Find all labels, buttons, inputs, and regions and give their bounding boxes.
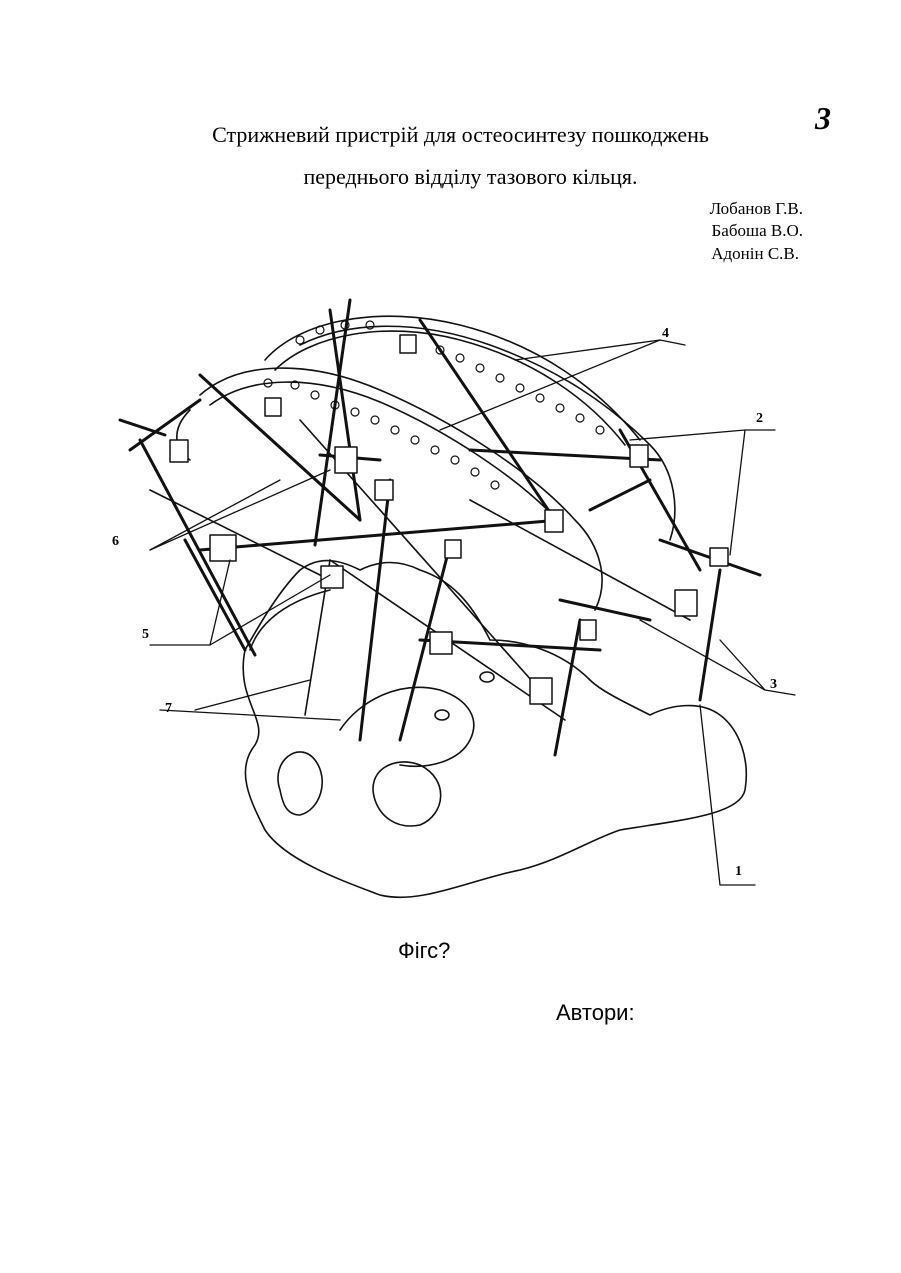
threaded-pin xyxy=(200,520,560,550)
figure-label-6: 6 xyxy=(112,534,119,549)
figure-label-4: 4 xyxy=(662,326,669,341)
threaded-pin xyxy=(700,570,720,700)
threaded-pin xyxy=(360,480,390,740)
device-drawing: 4 2 6 5 3 7 1 xyxy=(0,290,901,920)
figure-label-3: 3 xyxy=(770,677,777,692)
clamp xyxy=(580,620,596,640)
clamp xyxy=(545,510,563,532)
leader-line-7 xyxy=(195,680,310,710)
clamp xyxy=(170,440,188,462)
leader-line-4 xyxy=(515,340,685,360)
clamp xyxy=(430,632,452,654)
clamp xyxy=(530,678,552,704)
leader-line-2 xyxy=(730,430,745,555)
figure-label-7: 7 xyxy=(165,701,172,716)
clamp xyxy=(445,540,461,558)
authors-label: Автори: xyxy=(556,1000,635,1026)
threaded-pin xyxy=(590,480,650,510)
clamp xyxy=(710,548,728,566)
leader-line-3 xyxy=(720,640,765,690)
clamp xyxy=(321,566,343,588)
obturator-left xyxy=(278,752,322,815)
arc-rod xyxy=(275,331,625,445)
arc-rod xyxy=(200,368,602,610)
author-3: Адонін С.В. xyxy=(711,244,799,264)
arc-rod xyxy=(300,326,675,540)
clamp xyxy=(400,335,416,353)
clamp xyxy=(335,447,357,473)
smooth-rod xyxy=(470,500,690,620)
leader-line-4 xyxy=(440,340,660,430)
clamp xyxy=(375,480,393,500)
clamp xyxy=(265,398,281,416)
leader-line-1 xyxy=(700,705,755,885)
title-line-1: Стрижневий пристрій для остеосинтезу пош… xyxy=(10,122,901,148)
obturator-right xyxy=(373,762,441,826)
leader-line-7 xyxy=(160,710,340,720)
clamp xyxy=(630,445,648,467)
leader-line-5 xyxy=(150,575,330,645)
clamp xyxy=(210,535,236,561)
pelvis-outline xyxy=(243,561,746,898)
figure-label-1: 1 xyxy=(735,864,742,879)
sacral-foramen xyxy=(435,710,449,720)
author-2: Бабоша В.О. xyxy=(712,221,803,241)
title-line-2: переднього відділу тазового кільця. xyxy=(20,164,901,190)
figure-label-2: 2 xyxy=(756,411,763,426)
author-1: Лобанов Г.В. xyxy=(710,199,803,219)
threaded-pin xyxy=(130,400,200,450)
figure-caption: Фігс? xyxy=(398,938,450,964)
clamp xyxy=(675,590,697,616)
arc-rod xyxy=(265,316,640,440)
sacral-foramen xyxy=(480,672,494,682)
threaded-pin xyxy=(120,420,165,435)
threaded-pin xyxy=(560,600,650,620)
leader-line-2 xyxy=(630,430,775,440)
threaded-pin xyxy=(555,620,580,755)
figure-label-5: 5 xyxy=(142,627,149,642)
